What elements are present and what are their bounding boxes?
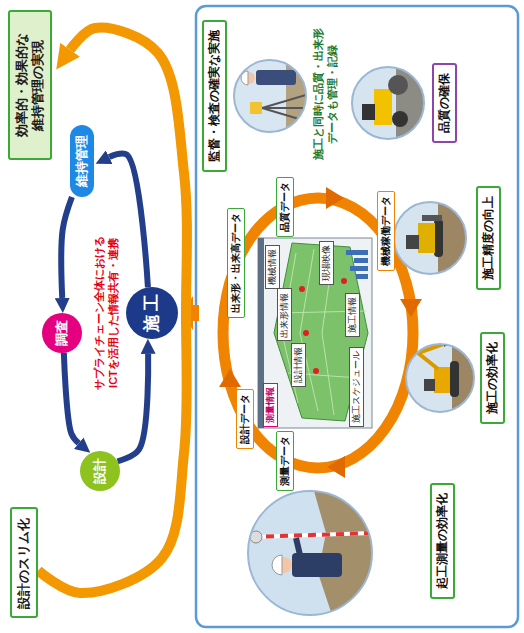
screen-tag: 現場映像 [319, 241, 334, 285]
screen-tag: 施工情報 [345, 293, 360, 337]
benefit-box: 品質の確保 [432, 63, 457, 143]
node-text: 設計情報 [293, 347, 304, 383]
screen-capture [258, 238, 372, 428]
data-tag: 設計データ [236, 389, 255, 449]
node-text: 機械情報 [267, 249, 278, 285]
connector-arrow [64, 353, 79, 443]
connector-arrow [61, 197, 72, 298]
goal-box: 設計のスリム化 [10, 508, 38, 619]
phase-pill: 維持管理 [70, 125, 94, 197]
node-text: 測量情報 [265, 387, 276, 423]
node-text: 現場映像 [321, 245, 332, 281]
phase-circle: 調査 [42, 313, 82, 353]
node-text: 起工測量の効率化 [435, 493, 450, 589]
node-text: 維持管理 [74, 135, 90, 187]
screen-tag: 測量情報 [263, 383, 278, 427]
phase-circle: 設計 [80, 451, 120, 491]
note-text: サプライチェーン全体における ICTを活用した情報共有・連携 [93, 227, 121, 399]
node-text: 品質データ [279, 182, 292, 232]
screen-tag: 設計情報 [291, 343, 306, 387]
benefit-box: 施工の効率化 [480, 332, 505, 424]
label-text: サプライチェーン全体における ICTを活用した情報共有・連携 [93, 227, 121, 399]
benefit-box: 起工測量の効率化 [430, 483, 455, 599]
note-text: 施工と同時に品質・出来形 データも管理・記録 [312, 10, 340, 178]
data-cycle-ring [219, 187, 422, 478]
node-text: 設計データ [239, 394, 252, 444]
node-text: 出来形・出来高データ [230, 213, 243, 313]
screen-tag: 出来形情報 [277, 289, 292, 342]
roller-photo [352, 67, 424, 139]
node-text: 調査 [54, 320, 70, 346]
connector-arrow [117, 354, 148, 461]
screen-tag: 施工スケジュール [349, 347, 364, 427]
bulldozer-photo [394, 202, 466, 274]
node-text: 品質の確保 [437, 73, 452, 133]
goal-box: 効率的・効果的な 維持管理の実現 [8, 10, 53, 160]
data-tag: 測量データ [276, 431, 295, 491]
node-text: 施工情報 [347, 297, 358, 333]
inspection-photo [234, 60, 306, 132]
node-text: 設計のスリム化 [16, 518, 32, 609]
benefit-box: 監督・検査の確実な実施 [202, 20, 227, 172]
data-tag: 機械稼働データ [377, 191, 396, 271]
data-tag: 出来形・出来高データ [227, 208, 246, 318]
panel-frame [196, 6, 518, 627]
data-tag: 品質データ [276, 177, 295, 237]
node-text: 効率的・効果的な 維持管理の実現 [14, 18, 47, 152]
screen-tag: 機械情報 [265, 245, 280, 289]
node-text: 設計 [92, 458, 108, 484]
node-text: 施工 [141, 290, 162, 332]
node-text: 測量データ [279, 436, 292, 486]
phase-circle: 施工 [126, 287, 178, 339]
node-text: 施工精度の向上 [481, 196, 496, 280]
node-text: 機械稼働データ [380, 196, 393, 266]
benefit-box: 施工精度の向上 [476, 186, 501, 290]
connector-arrow [38, 28, 187, 593]
excavator-photo [406, 337, 474, 412]
node-text: 施工の効率化 [485, 342, 500, 414]
label-text: 施工と同時に品質・出来形 データも管理・記録 [312, 10, 340, 178]
node-text: 施工スケジュール [351, 351, 362, 423]
node-text: 出来形情報 [279, 293, 290, 338]
survey-photo [248, 491, 372, 615]
node-text: 監督・検査の確実な実施 [207, 30, 222, 162]
